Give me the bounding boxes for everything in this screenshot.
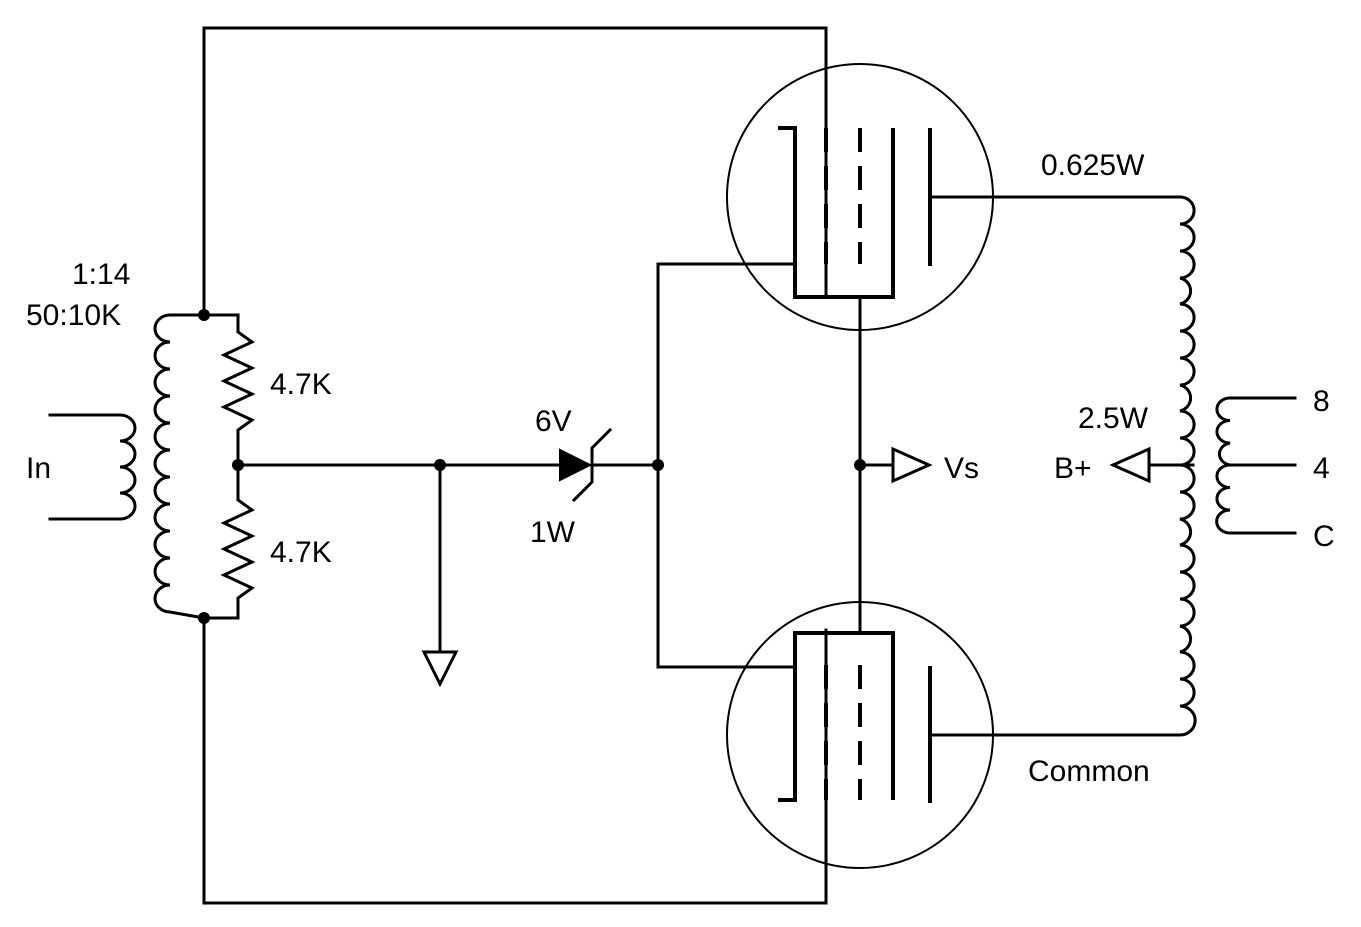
wire-top-grid-feed — [202, 26, 828, 317]
zener-power-label: 1W — [530, 516, 576, 549]
transformer-impedance-label: 50:10K — [26, 299, 121, 332]
ground-symbol — [421, 650, 459, 688]
input-label: In — [26, 452, 51, 485]
vs-arrow — [891, 446, 933, 484]
screen-supply-label: Vs — [944, 452, 979, 485]
zener-voltage-label: 6V — [535, 405, 572, 438]
resistor-bottom — [202, 463, 256, 620]
output-power-top-label: 0.625W — [1041, 149, 1145, 182]
tap-4-label: 4 — [1313, 452, 1330, 485]
transformer-ratio-label: 1:14 — [72, 258, 130, 291]
zener-diode — [559, 427, 660, 503]
resistor-top — [202, 313, 256, 467]
resistor-bottom-label: 4.7K — [270, 536, 332, 569]
tap-8-label: 8 — [1313, 385, 1330, 418]
input-secondary-winding — [153, 313, 206, 620]
b-plus-arrow — [1109, 446, 1151, 484]
b-plus-label: B+ — [1054, 452, 1092, 485]
junction-dots — [198, 309, 866, 624]
output-power-tap-label: 2.5W — [1078, 402, 1149, 435]
input-primary-winding — [48, 413, 137, 521]
common-label: Common — [1028, 755, 1150, 788]
tap-common-label: C — [1313, 520, 1335, 553]
resistor-top-label: 4.7K — [270, 368, 332, 401]
input-transformer — [48, 313, 206, 620]
wire-bottom-grid-feed — [202, 616, 828, 905]
wire-cathode-bus — [656, 262, 797, 669]
